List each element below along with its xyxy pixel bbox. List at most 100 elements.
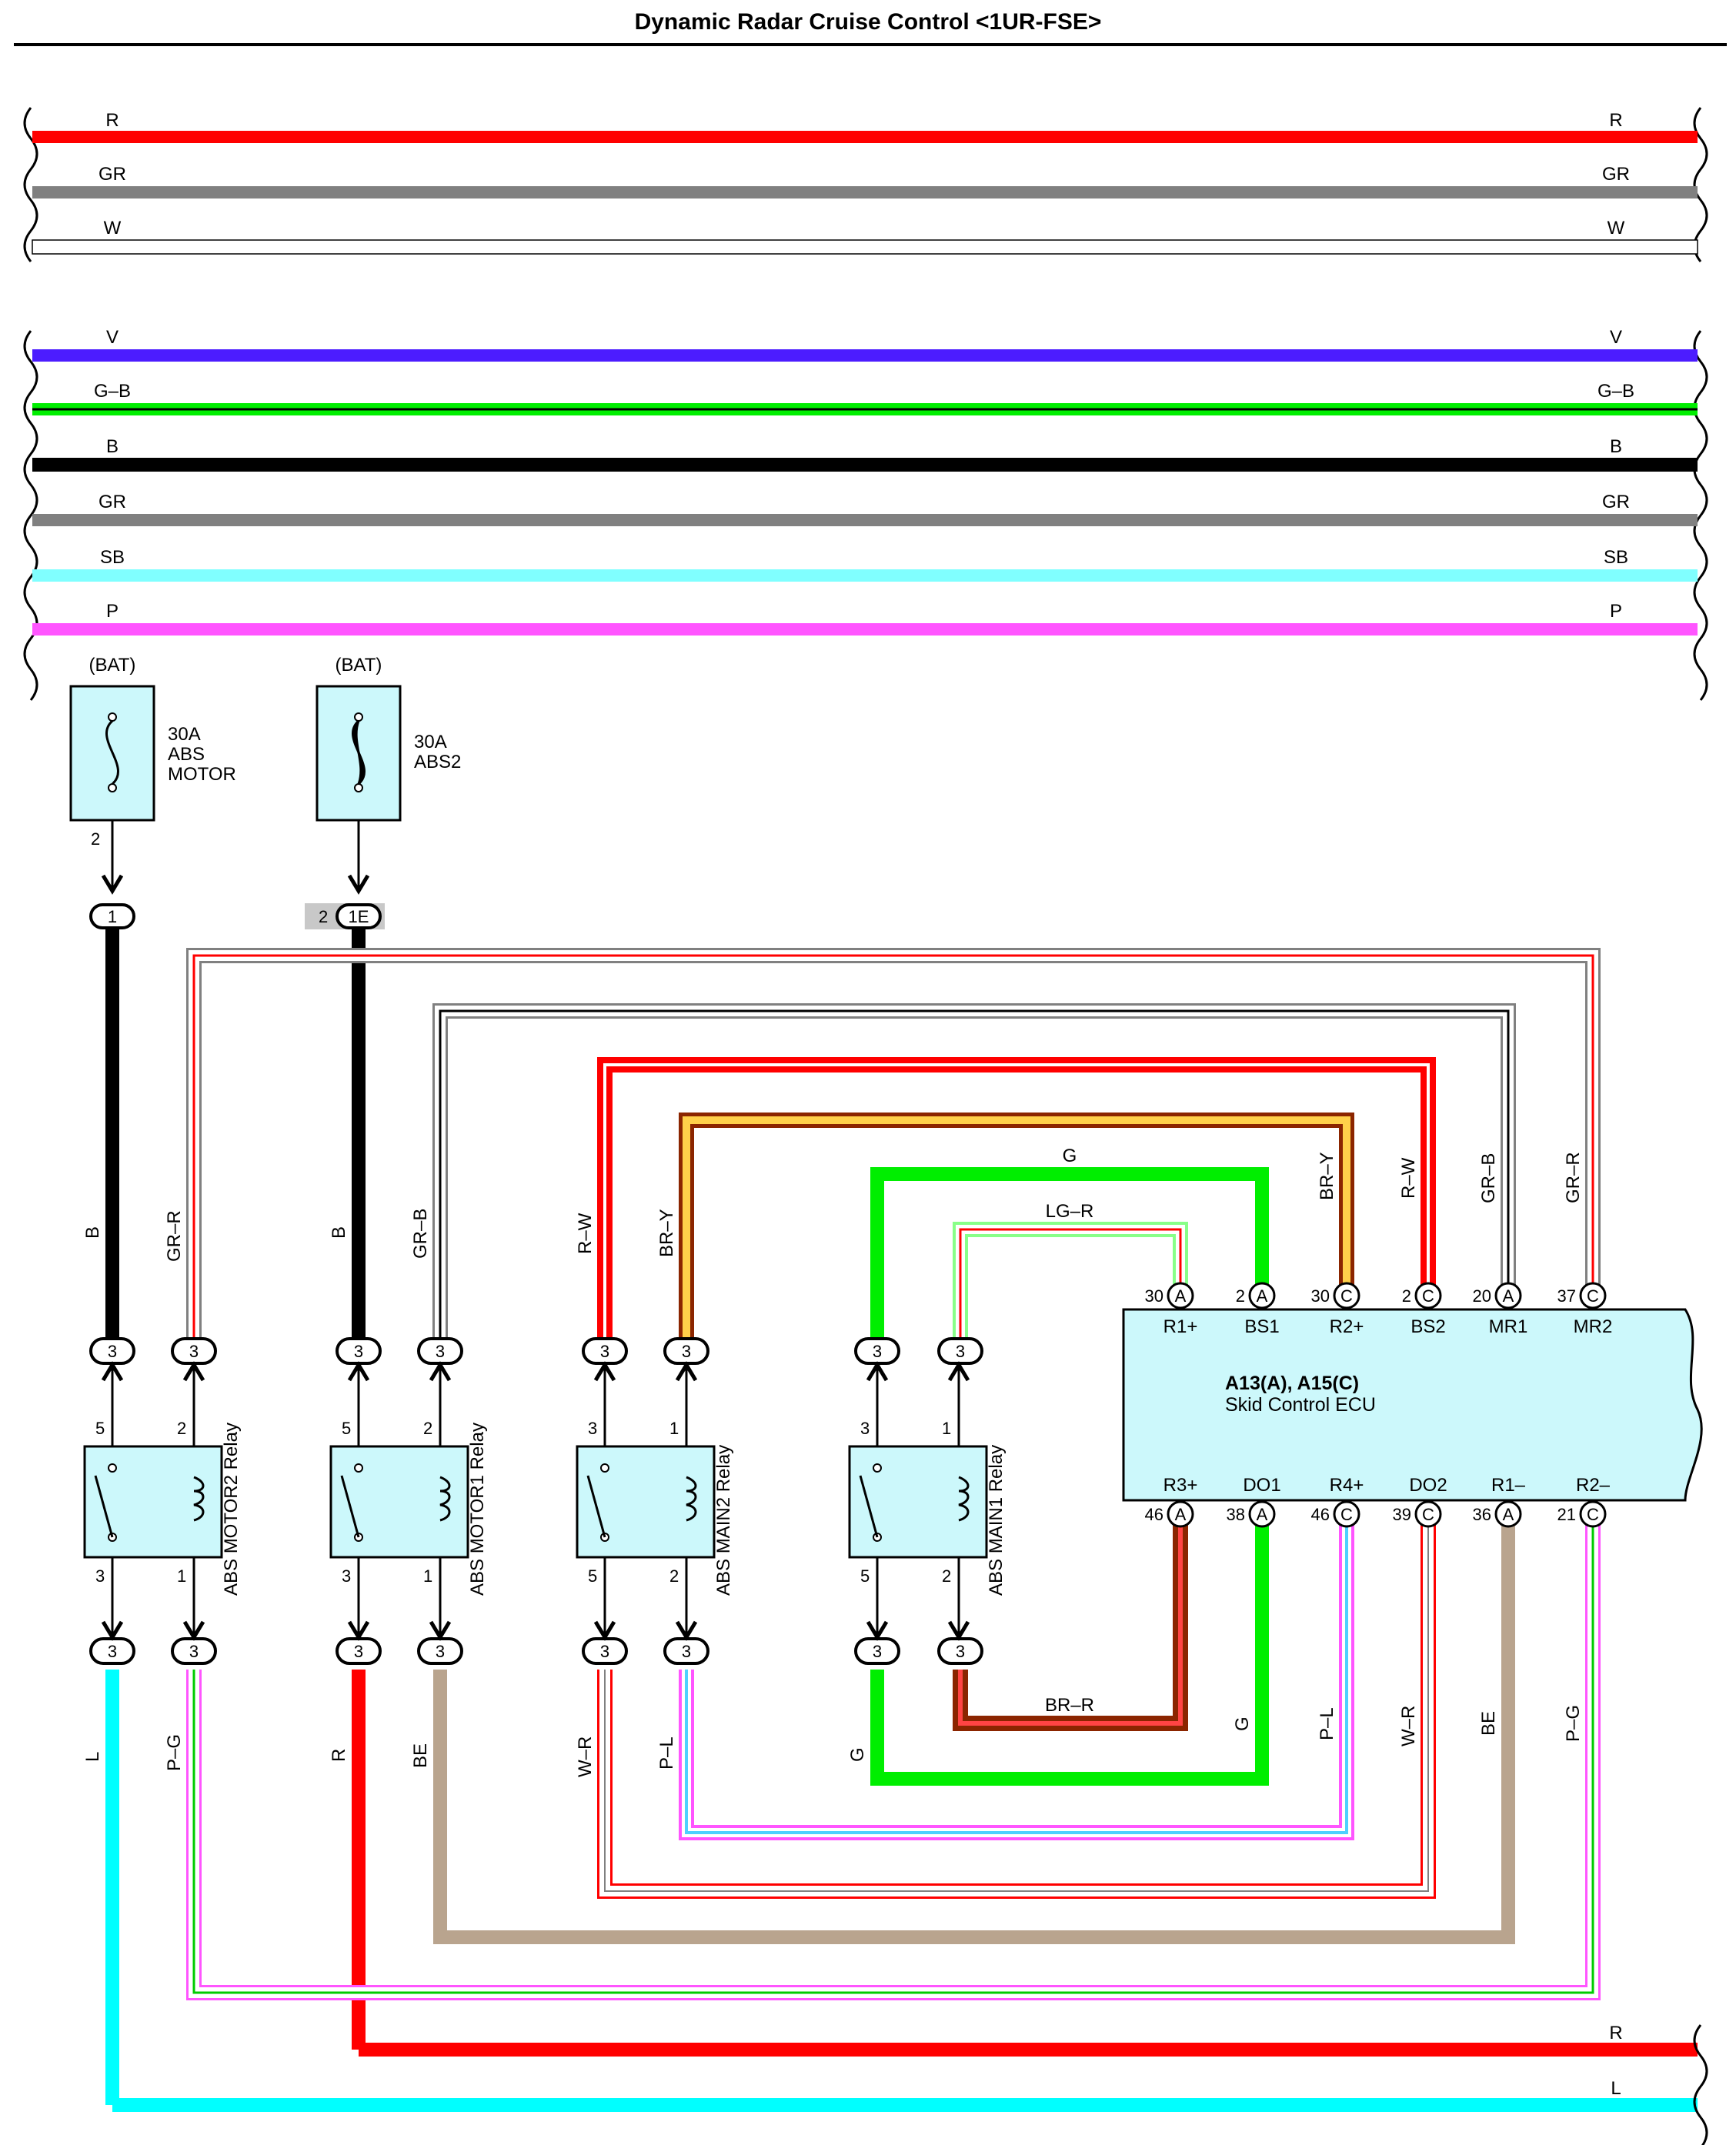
ecu-pin-number: 2 (1402, 1286, 1411, 1306)
wire-r-w (597, 1057, 1436, 1348)
relay-pin: 2 (177, 1419, 186, 1438)
fusible-link-icon (352, 712, 366, 792)
wire-label: L (82, 1752, 103, 1762)
ecu-pin-connector: C (1422, 1286, 1434, 1306)
svg-text:3: 3 (354, 1642, 363, 1661)
relay-body (83, 1445, 223, 1559)
bus-wire-gr: GR GR (32, 492, 1698, 526)
wire-label: W–R (575, 1736, 596, 1777)
bus-label-left: SB (100, 547, 125, 568)
bus-label-left: G–B (94, 381, 131, 402)
relay-pin: 5 (95, 1419, 105, 1438)
ecu-pin-connector: A (1503, 1505, 1514, 1524)
bus-label-left: R (105, 110, 119, 131)
wire-gr-b (432, 1003, 1516, 1348)
connector-pin: 3 (937, 1637, 983, 1665)
svg-text:3: 3 (600, 1642, 609, 1661)
wire-w-r (597, 1510, 1436, 1899)
wire-label: W–R (1398, 1706, 1419, 1746)
ecu-pin-name: DO2 (1409, 1475, 1447, 1496)
svg-text:3: 3 (108, 1642, 117, 1661)
page-title: Dynamic Radar Cruise Control <1UR-FSE> (634, 9, 1102, 35)
ecu-name: A13(A), A15(C) (1225, 1373, 1359, 1394)
ecu-pin-number: 39 (1393, 1505, 1411, 1524)
bus-label-left: W (104, 218, 122, 239)
connector-pin: 3 (336, 1337, 382, 1365)
wire-label: GR–R (164, 1210, 185, 1262)
bus-break-left (23, 330, 38, 701)
skid-control-ecu: A13(A), A15(C) Skid Control ECU A30R1+A2… (1122, 1282, 1703, 1528)
connector-pin: 3 (417, 1337, 463, 1365)
ecu-pin-name: R1– (1491, 1475, 1526, 1496)
wire-p-g (186, 1510, 1601, 2000)
svg-text:3: 3 (873, 1642, 882, 1661)
wire-label: BR–Y (656, 1209, 677, 1257)
fuse-name: ABS (168, 744, 205, 765)
svg-text:3: 3 (108, 1342, 117, 1361)
svg-text:3: 3 (682, 1342, 691, 1361)
fuse-abs-motor: (BAT) 30A ABS MOTOR 2 1 (69, 655, 236, 929)
wire-label: P–L (1317, 1707, 1337, 1740)
relay-pin: 3 (860, 1419, 870, 1438)
relay-pin: 2 (669, 1566, 679, 1586)
bus-wire-p: P P (32, 601, 1698, 635)
wire-label: G (847, 1747, 868, 1762)
svg-text:3: 3 (600, 1342, 609, 1361)
ecu-pin-name: DO1 (1243, 1475, 1280, 1496)
bus-label-right: GR (1602, 164, 1630, 185)
wire-label: GR–B (410, 1209, 431, 1259)
ecu-pin-number: 2 (1236, 1286, 1245, 1306)
relay-name: ABS MOTOR1 Relay (467, 1423, 488, 1596)
wire-label: BE (410, 1743, 431, 1768)
wire-label: BE (1478, 1711, 1499, 1736)
ecu-pin-number: 20 (1473, 1286, 1491, 1306)
connector-pin: 3 (417, 1637, 463, 1665)
connector-pin: 3 (89, 1637, 135, 1665)
bus-break-right (1693, 330, 1708, 701)
bus-break-left (23, 107, 38, 262)
fuse-name: MOTOR (168, 764, 236, 785)
coil-icon (439, 1476, 451, 1522)
relay-pin: 1 (669, 1419, 679, 1438)
wire-label: B (329, 1226, 349, 1239)
relay-pin: 1 (423, 1566, 432, 1586)
svg-text:3: 3 (189, 1642, 199, 1661)
fuse-icon (105, 712, 119, 792)
bus-label-right: W (1607, 218, 1625, 239)
bus-label-right: B (1610, 436, 1622, 457)
connector-pin: 3 (854, 1637, 900, 1665)
wire-label: GR–R (1563, 1152, 1584, 1203)
svg-text:3: 3 (436, 1642, 445, 1661)
ecu-pin-name: R3+ (1163, 1475, 1198, 1496)
bus-wire-v: V V (32, 327, 1698, 362)
ecu-pin-number: 38 (1227, 1505, 1245, 1524)
connector-label: 1 (108, 907, 117, 926)
wire-label: GR–B (1478, 1153, 1499, 1203)
ecu-pin-connector: A (1175, 1505, 1187, 1524)
ecu-pin-name: MR1 (1489, 1316, 1528, 1337)
relay-pin: 1 (177, 1566, 186, 1586)
bus-wire-sb: SB SB (32, 547, 1698, 582)
bus-label-left: GR (98, 492, 126, 512)
fuse-rating: 30A (414, 732, 447, 752)
wire-br-y (679, 1113, 1354, 1348)
relay-pin: 3 (342, 1566, 351, 1586)
ecu-pin-name: R1+ (1163, 1316, 1198, 1337)
ecu-pin-name: R2+ (1330, 1316, 1364, 1337)
connector-pin: 3 (663, 1337, 709, 1365)
svg-text:3: 3 (436, 1342, 445, 1361)
wire-g-top (870, 1167, 1269, 1348)
wire-label: R–W (575, 1213, 596, 1254)
ecu-pin-connector: C (1587, 1286, 1599, 1306)
output-label: R (1609, 2023, 1622, 2043)
fuse-source: (BAT) (336, 655, 382, 676)
fuse-out-pin: 2 (91, 829, 100, 849)
